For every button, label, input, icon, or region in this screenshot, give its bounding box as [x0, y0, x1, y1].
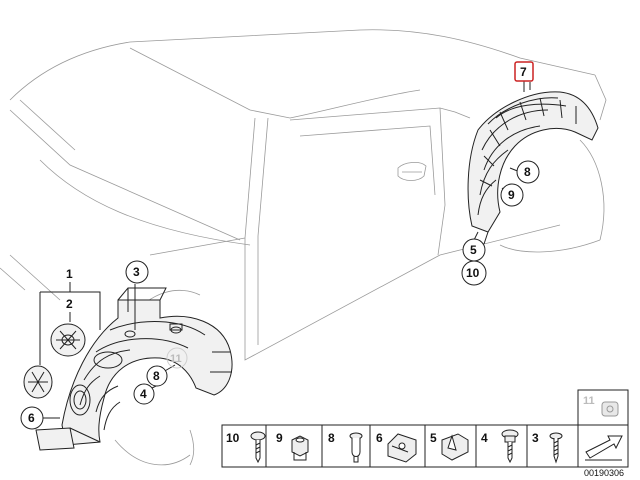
- grommet-part-1: [23, 365, 53, 399]
- callout-8-front[interactable]: 8: [146, 365, 168, 387]
- svg-text:3: 3: [133, 265, 140, 279]
- svg-text:6: 6: [376, 431, 383, 445]
- callout-6[interactable]: 6: [20, 406, 44, 430]
- hex-nut-icon: [291, 435, 309, 461]
- svg-text:3: 3: [532, 431, 539, 445]
- svg-text:5: 5: [430, 431, 437, 445]
- legend-item-4[interactable]: 4: [481, 429, 519, 464]
- svg-text:8: 8: [524, 165, 531, 179]
- direction-arrow-icon: [585, 435, 623, 461]
- spring-nut-icon: [387, 433, 417, 463]
- rear-wheel-arch-liner: [467, 82, 599, 245]
- grommet-part-2: [50, 323, 86, 357]
- callout-9[interactable]: 9: [500, 183, 524, 207]
- legend-item-6[interactable]: 6: [376, 431, 417, 463]
- legend-item-3[interactable]: 3: [532, 431, 563, 464]
- legend-item-9[interactable]: 9: [276, 431, 309, 461]
- callout-11-ghost: 11: [166, 347, 188, 369]
- svg-text:10: 10: [226, 431, 240, 445]
- clip-nut-icon: [441, 433, 469, 461]
- front-liner-fasteners: [23, 323, 86, 399]
- svg-text:6: 6: [28, 411, 35, 425]
- legend-item-5[interactable]: 5: [430, 431, 469, 461]
- svg-text:5: 5: [470, 243, 477, 257]
- callout-10[interactable]: 10: [461, 260, 487, 286]
- car-body-outline: [0, 29, 607, 466]
- svg-text:8: 8: [328, 431, 335, 445]
- self-tapping-screw-icon: [549, 432, 563, 464]
- callout-7-highlighted[interactable]: 7: [514, 61, 534, 82]
- callout-1: 1: [66, 267, 73, 281]
- callout-8-rear[interactable]: 8: [516, 160, 540, 184]
- svg-text:4: 4: [140, 387, 147, 401]
- collar-screw-icon: [501, 429, 519, 464]
- front-wheel-arch-liner: [35, 287, 233, 451]
- callout-5[interactable]: 5: [462, 238, 486, 262]
- callout-2: 2: [66, 297, 73, 311]
- callout-4[interactable]: 4: [133, 383, 155, 405]
- svg-text:9: 9: [508, 188, 515, 202]
- svg-text:11: 11: [583, 395, 595, 407]
- legend-item-11-ghost: 11: [577, 389, 629, 426]
- callout-3[interactable]: 3: [125, 260, 149, 284]
- svg-text:4: 4: [481, 431, 488, 445]
- svg-text:11: 11: [170, 353, 182, 365]
- document-number: 00190306: [584, 468, 624, 478]
- expanding-rivet-icon: [349, 432, 363, 463]
- legend-arrow-box: [577, 424, 629, 468]
- svg-text:10: 10: [466, 266, 480, 280]
- leader-lines: [39, 81, 525, 419]
- screw-icon: [250, 431, 266, 464]
- legend-item-10[interactable]: 10: [226, 431, 266, 464]
- svg-text:9: 9: [276, 431, 283, 445]
- legend-item-8[interactable]: 8: [328, 431, 363, 463]
- svg-text:7: 7: [520, 65, 527, 79]
- svg-text:8: 8: [153, 369, 160, 383]
- callouts: 1 2 3 11 8 4 6 7 8: [20, 61, 540, 430]
- fastener-legend: 11 00190306 10 9: [221, 389, 629, 478]
- push-nut-icon: [601, 401, 619, 417]
